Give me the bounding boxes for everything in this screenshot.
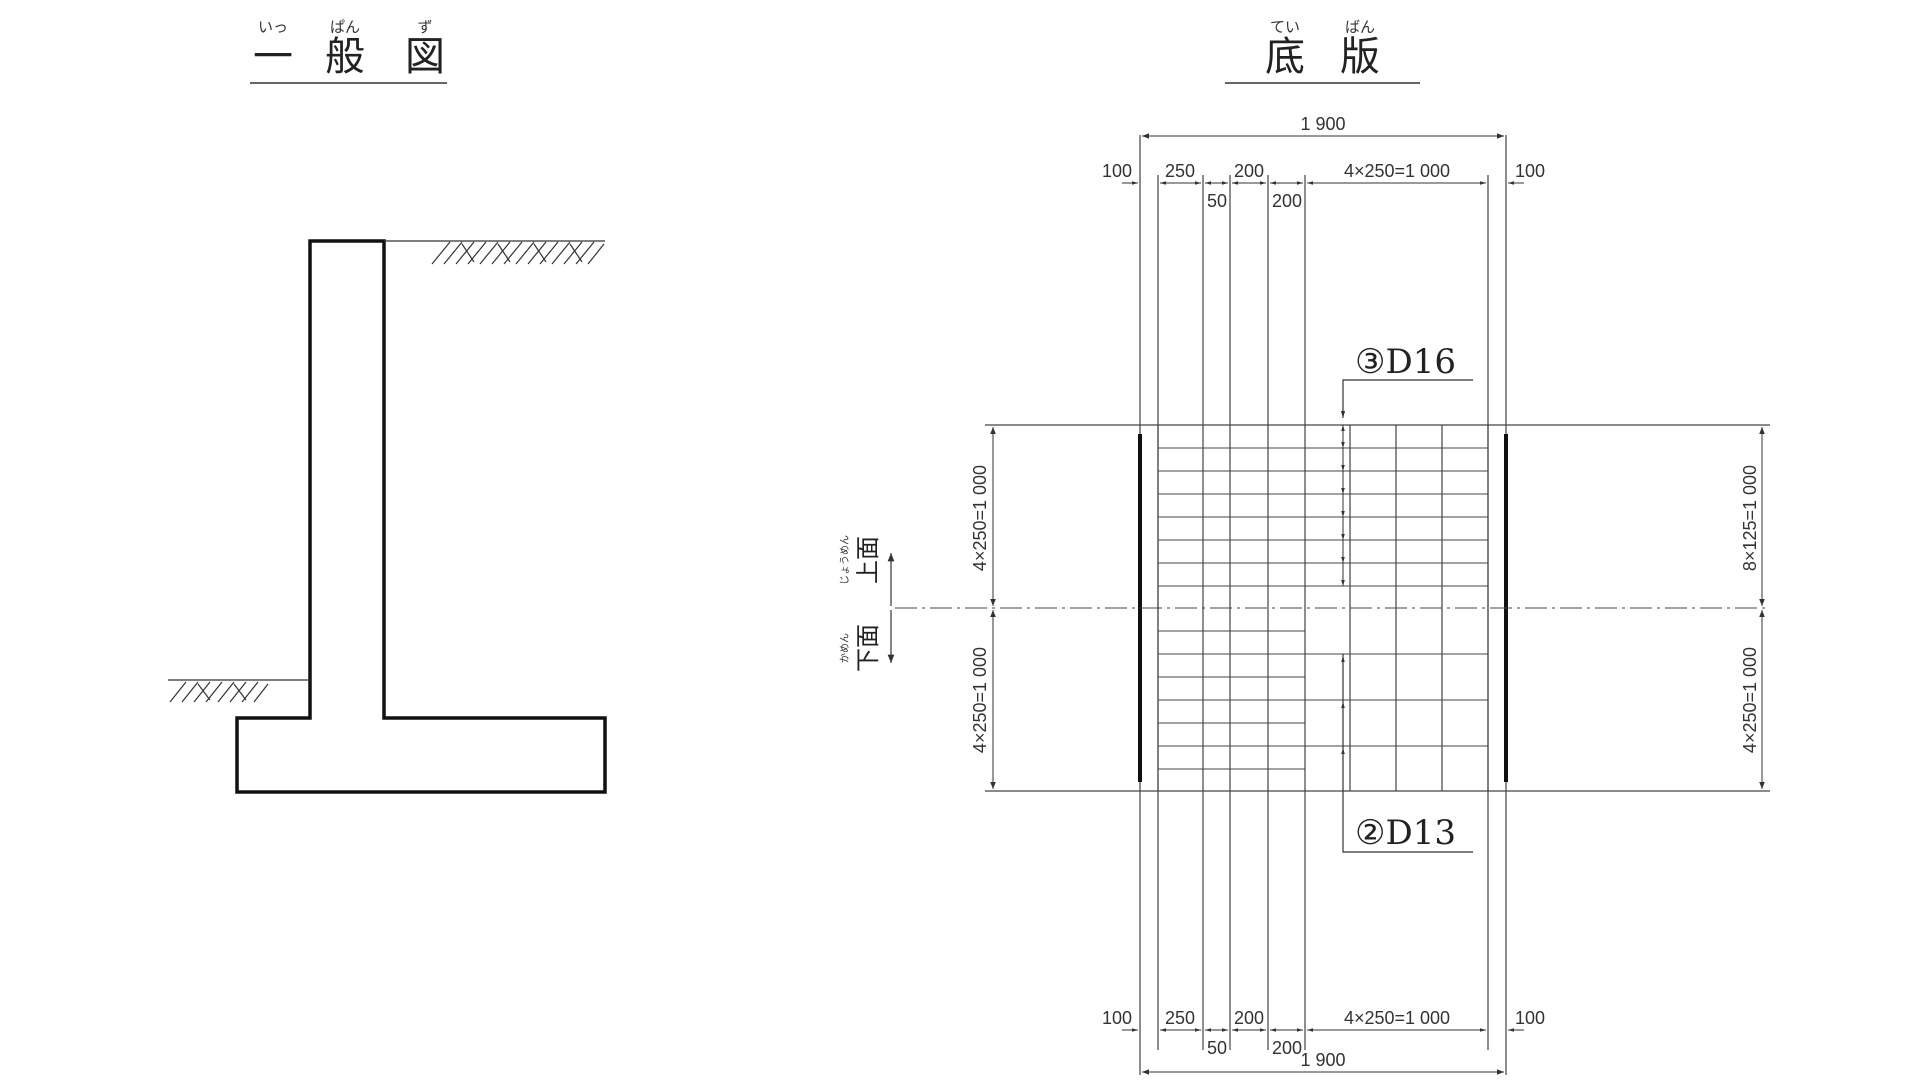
- dim-200-top-2: 200: [1272, 191, 1302, 211]
- dim-4x250-right-lower: 4×250=1 000: [1740, 647, 1760, 753]
- general-view-ruby-2: ぱん: [330, 18, 360, 36]
- general-view: いっ ぱん ず 一 般 図: [168, 18, 607, 794]
- retaining-wall-outline: [235, 239, 607, 794]
- bar-label-d13: ②D13: [1355, 813, 1456, 853]
- ground-hatch-left: [168, 679, 310, 703]
- general-view-ruby-1: いっ: [258, 18, 288, 36]
- ground-hatch-right: [384, 240, 605, 265]
- base-slab-title-char-1: 底: [1265, 34, 1305, 80]
- base-slab-ruby-1: てい: [1270, 18, 1300, 36]
- dim-200-top: 200: [1234, 161, 1264, 181]
- dim-total-top: 1 900: [1300, 114, 1345, 134]
- dim-100-bottom-right: 100: [1515, 1008, 1545, 1028]
- dim-50-top: 50: [1207, 191, 1227, 211]
- dim-4x250-left-upper: 4×250=1 000: [970, 465, 990, 571]
- dim-100-bottom-left: 100: [1102, 1008, 1132, 1028]
- dim-4x250-bottom: 4×250=1 000: [1344, 1008, 1450, 1028]
- dim-250-top: 250: [1165, 161, 1195, 181]
- lower-face-label: 下面: [854, 624, 882, 672]
- callout-d13: ②D13: [1341, 654, 1473, 853]
- dim-200-bottom-2: 200: [1272, 1038, 1302, 1058]
- lower-face-ruby: かめん: [839, 633, 851, 663]
- general-view-title-char-1: 一: [253, 34, 293, 80]
- dim-4x250-top: 4×250=1 000: [1344, 161, 1450, 181]
- dim-4x250-left-lower: 4×250=1 000: [970, 647, 990, 753]
- lower-face-rebar-right: [1305, 653, 1488, 747]
- dim-100-top-left: 100: [1102, 161, 1132, 181]
- base-slab-title-char-2: 版: [1340, 34, 1380, 80]
- upper-face-rebar: [1158, 447, 1488, 587]
- general-view-ruby-3: ず: [417, 18, 432, 36]
- dim-250-bottom: 250: [1165, 1008, 1195, 1028]
- dim-total-bottom: 1 900: [1300, 1050, 1345, 1070]
- general-view-title-char-2: 般: [325, 34, 365, 80]
- vertical-lines: [1139, 135, 1507, 1075]
- upper-face-ruby: じょうめん: [839, 535, 851, 585]
- base-slab-view: てい ばん 底 版: [839, 18, 1770, 1075]
- dim-200-bottom: 200: [1234, 1008, 1264, 1028]
- bar-label-d16: ③D16: [1355, 342, 1456, 382]
- dim-100-top-right: 100: [1515, 161, 1545, 181]
- dim-50-bottom: 50: [1207, 1038, 1227, 1058]
- callout-d16: ③D16: [1340, 342, 1473, 586]
- upper-face-label: 上面: [854, 536, 882, 584]
- base-slab-ruby-2: ばん: [1345, 18, 1375, 36]
- slab-boundaries: [985, 424, 1770, 792]
- lower-face-rebar-left: [1158, 630, 1305, 770]
- general-view-title-char-3: 図: [405, 34, 445, 80]
- dim-8x125-right: 8×125=1 000: [1740, 465, 1760, 571]
